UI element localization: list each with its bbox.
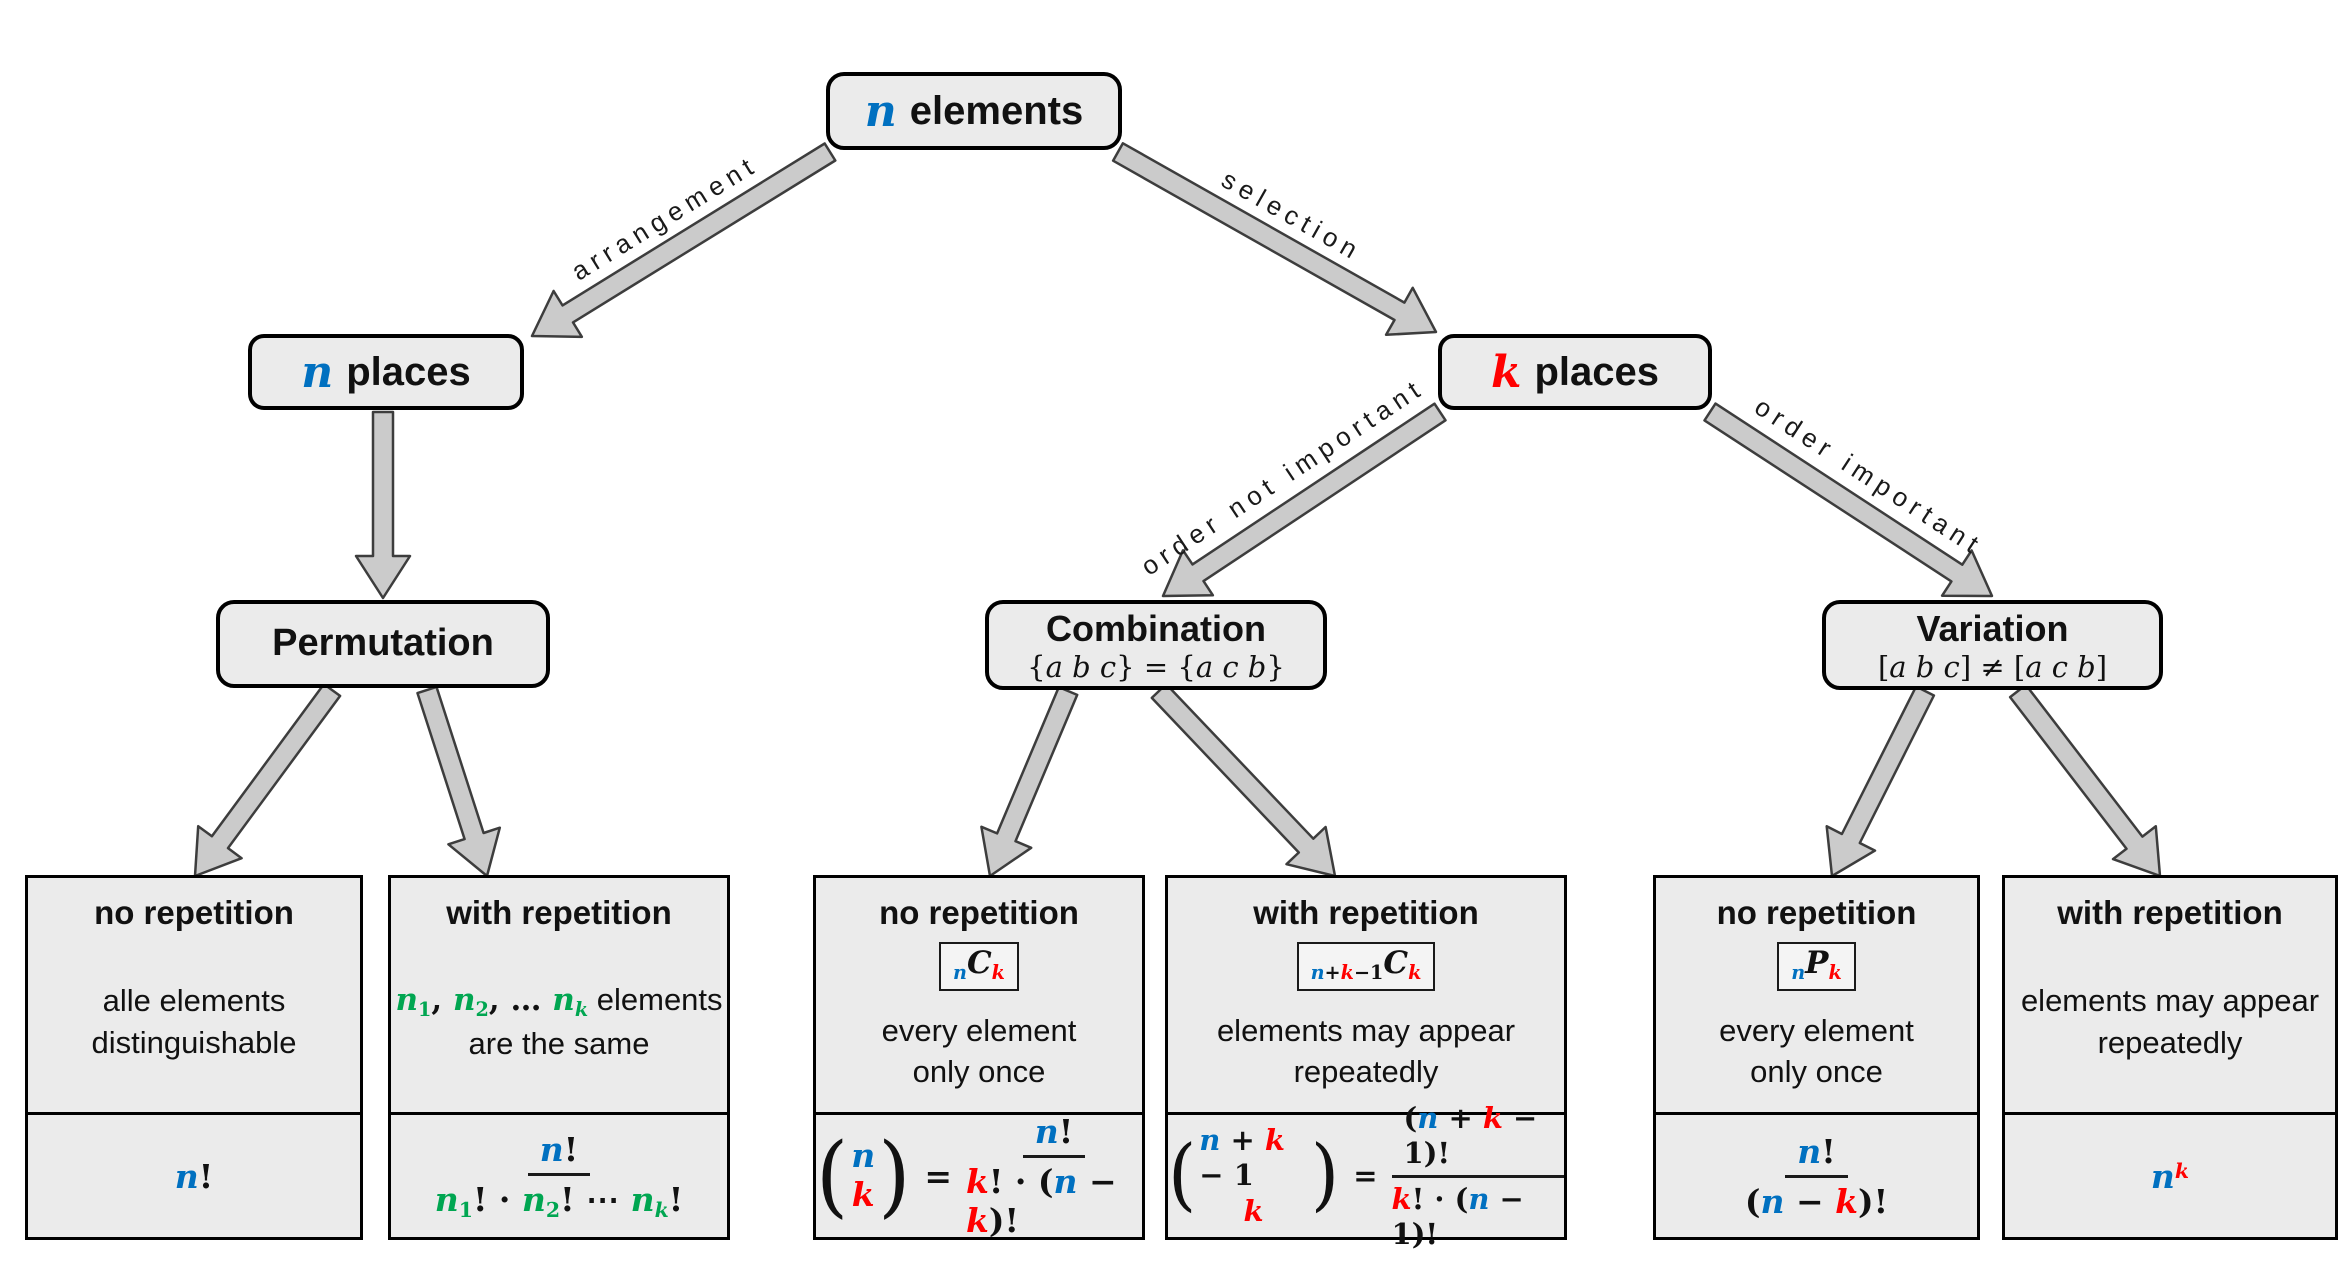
leaf-body: every element only once <box>1719 991 1914 1112</box>
leaf-combination-no-repetition: no repetition nCk every element only onc… <box>813 875 1145 1240</box>
arrow-variation-to-with-repetition <box>2008 683 2162 878</box>
node-permutation: Permutation <box>216 600 550 688</box>
leaf-formula: nk <box>2005 1112 2335 1237</box>
numerator: (n + k − 1)! <box>1391 1101 1564 1178</box>
leaf-combination-with-repetition: with repetition n+k−1Ck elements may app… <box>1165 875 1567 1251</box>
body-line: elements may appear <box>1216 1012 1516 1048</box>
body-line: n1, n2, … nk elements <box>395 982 723 1021</box>
denominator: (n − k)! <box>1744 1181 1889 1221</box>
leaf-permutation-with-repetition: with repetition n1, n2, … nk elements ar… <box>388 875 730 1240</box>
leaf-title: no repetition <box>879 894 1079 931</box>
leaf-title: with repetition <box>446 894 672 931</box>
arrow-permutation-to-no-repetition <box>193 682 342 878</box>
math-var-n: n <box>864 85 897 137</box>
arrow-k-places-to-variation <box>1703 402 1994 598</box>
node-subtitle: [a b c] ≠ [a c b] <box>1877 649 2108 684</box>
paren-open: ( <box>1168 1129 1197 1221</box>
node-n-elements: n elements <box>826 72 1122 150</box>
denominator: k! · (n − k)! <box>966 1162 1117 1240</box>
math-var-n: n <box>301 346 334 398</box>
leaf-variation-with-repetition: with repetition elements may appear repe… <box>2002 875 2338 1240</box>
fraction: (n + k − 1)! k! · (n − 1)! <box>1391 1101 1564 1252</box>
formula: n! <box>174 1156 214 1196</box>
numerator: n! <box>1785 1132 1848 1178</box>
leaf-formula: n! n1! · n2! ⋯ nk! <box>391 1112 727 1237</box>
body-line: only once <box>912 1054 1046 1090</box>
body-line: elements may appear <box>2020 983 2320 1019</box>
node-subtitle: {a b c} = {a c b} <box>1027 649 1285 684</box>
node-title: Combination <box>1046 607 1266 649</box>
arrow-combination-to-no-repetition <box>980 685 1079 878</box>
body-line: alle elements <box>102 983 286 1019</box>
leaf-variation-no-repetition: no repetition nPk every element only onc… <box>1653 875 1980 1240</box>
paren-close: ) <box>878 1124 911 1228</box>
leaf-title: no repetition <box>94 894 294 931</box>
leaf-body: every element only once <box>882 991 1077 1112</box>
body-line: distinguishable <box>91 1025 297 1060</box>
math-var-k: k <box>1490 346 1522 398</box>
node-label: places <box>1534 349 1660 394</box>
binom-bottom: k <box>851 1175 875 1214</box>
leaf-body: elements may appear repeatedly <box>2021 932 2319 1112</box>
fraction: n! n1! · n2! ⋯ nk! <box>435 1130 684 1222</box>
leaf-body: n1, n2, … nk elements are the same <box>395 932 722 1112</box>
arrow-combination-to-with-repetition <box>1150 682 1337 878</box>
arrow-permutation-to-with-repetition <box>416 685 502 878</box>
binom-top: n + k − 1 <box>1199 1123 1285 1193</box>
numerator: n! <box>1022 1112 1086 1158</box>
body-line: every element <box>1719 1012 1914 1048</box>
denominator: k! · (n − 1)! <box>1391 1181 1524 1251</box>
body-line: repeatedly <box>2097 1025 2243 1060</box>
fraction: n! (n − k)! <box>1745 1132 1888 1221</box>
node-combination: Combination {a b c} = {a c b} <box>985 600 1327 690</box>
node-variation: Variation [a b c] ≠ [a c b] <box>1822 600 2163 690</box>
body-line: repeatedly <box>1293 1054 1439 1090</box>
fraction: n! k! · (n − k)! <box>966 1112 1142 1240</box>
node-label: places <box>346 349 471 394</box>
leaf-formula: n! (n − k)! <box>1656 1112 1977 1237</box>
equals-sign: = <box>924 1156 953 1196</box>
node-title: Permutation <box>272 622 494 665</box>
paren-open: ( <box>816 1124 849 1228</box>
body-line: are the same <box>468 1025 650 1061</box>
notation-badge-nPk: nPk <box>1777 942 1856 991</box>
equals-sign: = <box>1353 1159 1378 1193</box>
arrow-n-places-to-permutation <box>354 410 412 600</box>
leaf-title: with repetition <box>2057 894 2283 931</box>
notation-badge-n+k-1Ck: n+k−1Ck <box>1296 942 1436 991</box>
arrow-k-places-to-combination <box>1161 402 1447 598</box>
numerator: n! <box>527 1130 591 1176</box>
leaf-formula: n! <box>28 1112 360 1237</box>
paren-close: ) <box>1310 1129 1340 1221</box>
leaf-body: elements may appear repeatedly <box>1217 991 1515 1112</box>
notation-badge-nCk: nCk <box>939 942 1019 991</box>
node-label: elements <box>909 88 1084 133</box>
arrow-root-to-n-places <box>530 142 837 339</box>
arrow-variation-to-no-repetition <box>1825 685 1936 878</box>
leaf-title: with repetition <box>1253 894 1479 931</box>
leaf-body: alle elements distinguishable <box>91 932 296 1112</box>
binom-top: n <box>851 1136 876 1176</box>
node-title: Variation <box>1916 607 2069 649</box>
denominator: n1! · n2! ⋯ nk! <box>434 1179 684 1223</box>
body-line: only once <box>1750 1054 1883 1090</box>
arrow-root-to-k-places <box>1111 142 1438 337</box>
formula: nk <box>2150 1156 2190 1196</box>
leaf-title: no repetition <box>1716 894 1917 931</box>
leaf-permutation-no-repetition: no repetition alle elements distinguisha… <box>25 875 363 1240</box>
binom-bottom: k <box>1243 1193 1264 1228</box>
body-line: every element <box>881 1012 1077 1048</box>
